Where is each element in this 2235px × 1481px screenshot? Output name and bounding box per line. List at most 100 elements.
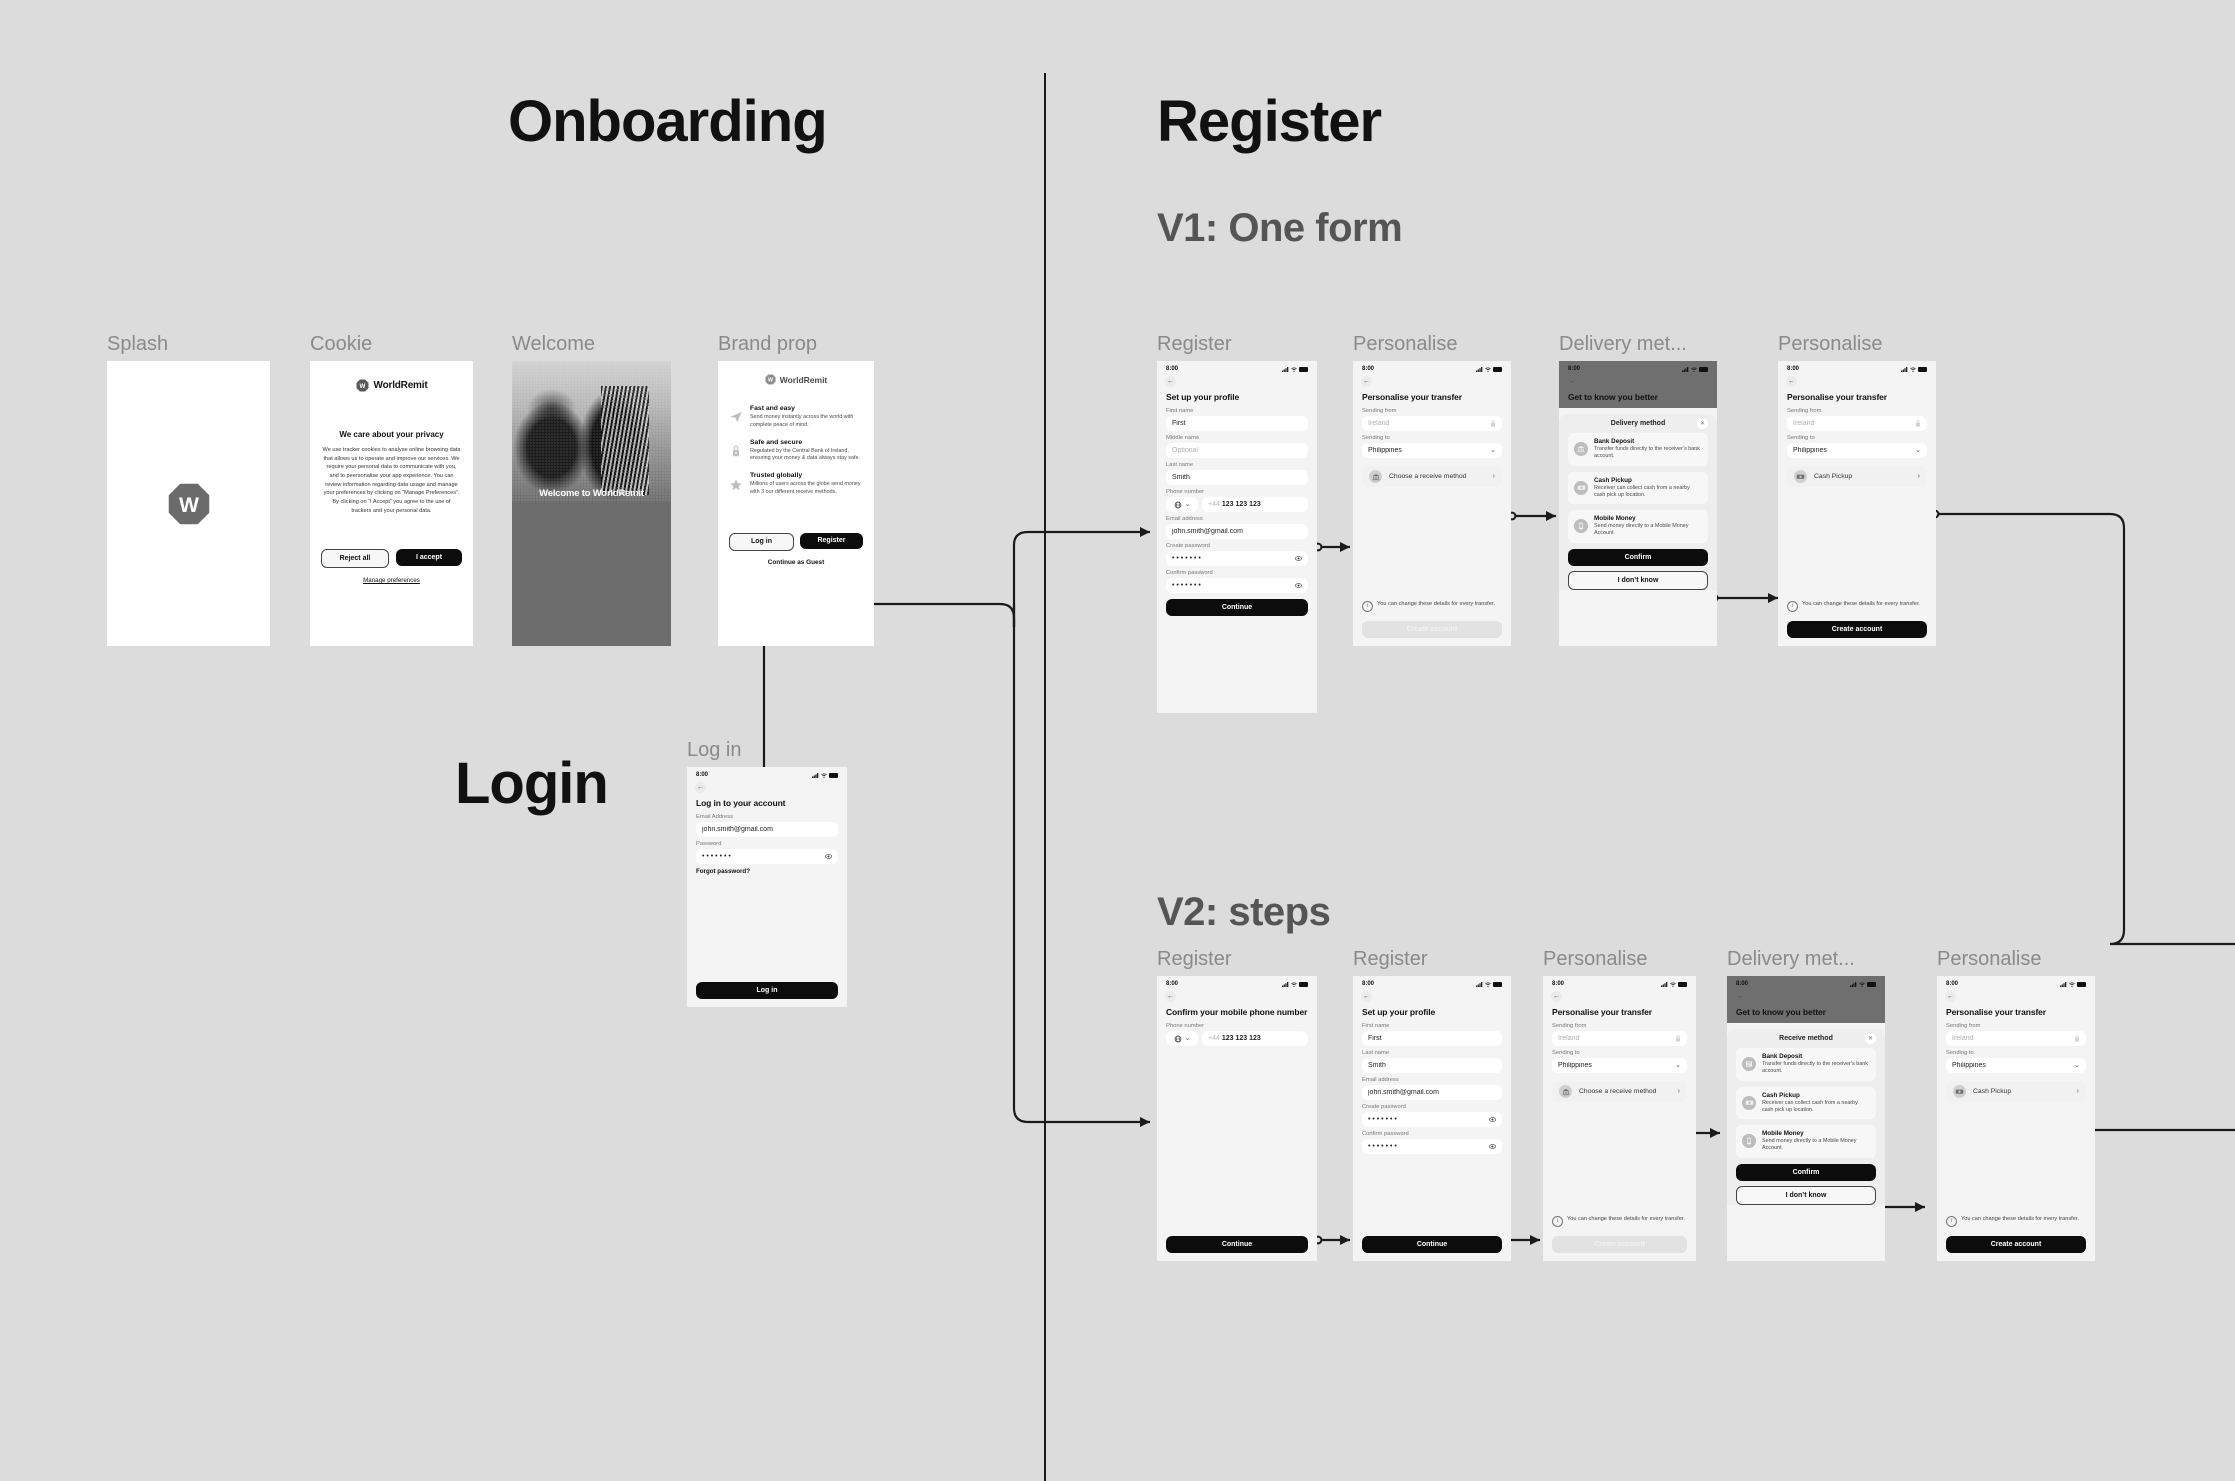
reject-all-button[interactable]: Reject all bbox=[321, 549, 389, 569]
selected-receive-method-row[interactable]: Cash Pickup › bbox=[1946, 1081, 2086, 1102]
sending-to-select[interactable]: Philippines ⌄ bbox=[1946, 1058, 2086, 1073]
login-submit-button[interactable]: Log in bbox=[696, 982, 838, 999]
email-input[interactable]: john.smith@gmail.com bbox=[696, 822, 838, 837]
i-dont-know-button[interactable]: I don’t know bbox=[1736, 1185, 1876, 1205]
option-mobile-money[interactable]: Mobile Money Send money directly to a Mo… bbox=[1568, 510, 1708, 543]
frame-label-v1-personalise-b: Personalise bbox=[1778, 333, 1883, 355]
status-time: 8:00 bbox=[1362, 366, 1375, 372]
lock-icon bbox=[1491, 420, 1495, 427]
country-code-select[interactable]: ⌄ bbox=[1166, 1031, 1198, 1046]
country-code-select[interactable]: ⌄ bbox=[1166, 497, 1198, 512]
eye-toggle-icon[interactable] bbox=[1489, 1116, 1496, 1123]
section-subtitle-v2: V2: steps bbox=[1157, 890, 1331, 934]
screen-v1-personalise-b[interactable]: 8:00 ← Personalise your transfer Sending… bbox=[1778, 361, 1936, 646]
create-password-input[interactable]: • • • • • • • bbox=[1166, 551, 1308, 566]
sending-to-select[interactable]: Philippines ⌄ bbox=[1362, 443, 1502, 458]
screen-v1-personalise-a[interactable]: 8:00 ← Personalise your transfer Sending… bbox=[1353, 361, 1511, 646]
screen-splash[interactable]: W bbox=[107, 361, 270, 646]
phone-number-input[interactable]: +44 123 123 123 bbox=[1202, 1031, 1308, 1046]
screen-login[interactable]: 8:00 ← Log in to your account Email Addr… bbox=[687, 767, 847, 1007]
dimmed-background: 8:00 ← Get to know you better bbox=[1727, 976, 1885, 1023]
wifi-icon bbox=[1670, 981, 1676, 987]
option-cash-pickup[interactable]: Cash Pickup Receiver can collect cash fr… bbox=[1568, 471, 1708, 505]
eye-toggle-icon[interactable] bbox=[1489, 1143, 1496, 1150]
screen-welcome[interactable]: Welcome to WorldRemit bbox=[512, 361, 671, 646]
middle-name-input[interactable]: Optional bbox=[1166, 443, 1308, 458]
frame-label-v2-personalise-a: Personalise bbox=[1543, 948, 1648, 970]
register-button[interactable]: Register bbox=[800, 532, 863, 549]
selected-receive-method-row[interactable]: Cash Pickup › bbox=[1787, 466, 1927, 487]
option-bank-deposit[interactable]: Bank Deposit Transfer funds directly to … bbox=[1736, 1048, 1876, 1081]
first-name-input[interactable]: First bbox=[1166, 416, 1308, 431]
confirm-button[interactable]: Confirm bbox=[1736, 1163, 1876, 1181]
option-cash-pickup[interactable]: Cash Pickup Receiver can collect cash fr… bbox=[1736, 1086, 1876, 1120]
screen-cookie[interactable]: W WorldRemit We care about your privacy … bbox=[310, 361, 473, 646]
back-button[interactable]: ← bbox=[1165, 991, 1176, 1002]
battery-icon bbox=[1299, 981, 1308, 987]
bank-icon bbox=[1369, 470, 1382, 483]
option-mobile-money[interactable]: Mobile Money Send money directly to a Mo… bbox=[1736, 1125, 1876, 1158]
screen-v2-personalise-a[interactable]: 8:00 ← Personalise your transfer Sending… bbox=[1543, 976, 1696, 1261]
screen-brandprop[interactable]: W WorldRemit Fast and easy Send money in… bbox=[718, 361, 874, 646]
last-name-input[interactable]: Smith bbox=[1166, 470, 1308, 485]
i-dont-know-button[interactable]: I don’t know bbox=[1568, 570, 1708, 590]
back-button[interactable]: ← bbox=[1737, 993, 1744, 1000]
screen-v2-register-profile[interactable]: 8:00 ← Set up your profile First name Fi… bbox=[1353, 976, 1511, 1261]
sending-from-group: Sending from Ireland bbox=[1946, 1023, 2086, 1046]
close-icon[interactable]: ✕ bbox=[1697, 418, 1708, 429]
status-time: 8:00 bbox=[1166, 981, 1179, 987]
screen-v2-personalise-b[interactable]: 8:00 ← Personalise your transfer Sending… bbox=[1937, 976, 2095, 1261]
sending-to-select[interactable]: Philippines ⌄ bbox=[1787, 443, 1927, 458]
back-button[interactable]: ← bbox=[1361, 991, 1372, 1002]
choose-receive-method-row[interactable]: Choose a receive method › bbox=[1552, 1081, 1687, 1102]
chevron-right-icon: › bbox=[2076, 1088, 2079, 1095]
confirm-password-input[interactable]: • • • • • • • bbox=[1166, 578, 1308, 593]
eye-toggle-icon[interactable] bbox=[825, 853, 832, 860]
sending-to-select[interactable]: Philippines ⌄ bbox=[1552, 1058, 1687, 1073]
eye-toggle-icon[interactable] bbox=[1295, 582, 1302, 589]
forgot-password-link[interactable]: Forgot password? bbox=[696, 868, 750, 875]
last-name-label: Last name bbox=[1362, 1050, 1390, 1056]
eye-toggle-icon[interactable] bbox=[1295, 555, 1302, 562]
choose-receive-method-row[interactable]: Choose a receive method › bbox=[1362, 466, 1502, 487]
page-title: Personalise your transfer bbox=[1552, 1007, 1653, 1017]
email-input[interactable]: john.smith@gmail.com bbox=[1166, 524, 1308, 539]
receive-method-label: Cash Pickup bbox=[1814, 473, 1853, 480]
sending-from-group: Sending from Ireland bbox=[1787, 408, 1927, 431]
screen-v2-register-phone[interactable]: 8:00 ← Confirm your mobile phone number … bbox=[1157, 976, 1317, 1261]
password-input[interactable]: • • • • • • • bbox=[696, 849, 838, 864]
first-name-input[interactable]: First bbox=[1362, 1031, 1502, 1046]
confirm-button[interactable]: Confirm bbox=[1568, 548, 1708, 566]
phone-number-input[interactable]: +44 123 123 123 bbox=[1202, 497, 1308, 512]
back-button[interactable]: ← bbox=[1551, 991, 1562, 1002]
manage-preferences-link[interactable]: Manage preferences bbox=[363, 577, 420, 585]
frame-label-splash: Splash bbox=[107, 333, 169, 355]
sheet-title: Delivery method bbox=[1610, 420, 1666, 427]
sending-to-label: Sending to bbox=[1787, 435, 1815, 441]
continue-button[interactable]: Continue bbox=[1166, 1236, 1308, 1253]
option-bank-deposit[interactable]: Bank Deposit Transfer funds directly to … bbox=[1568, 433, 1708, 466]
close-icon[interactable]: ✕ bbox=[1865, 1033, 1876, 1044]
back-button[interactable]: ← bbox=[695, 782, 706, 793]
create-password-input[interactable]: • • • • • • • bbox=[1362, 1112, 1502, 1127]
screen-v1-delivery[interactable]: 8:00 ← Get to know you better Delivery m… bbox=[1559, 361, 1717, 646]
back-button[interactable]: ← bbox=[1945, 991, 1956, 1002]
screen-v2-delivery[interactable]: 8:00 ← Get to know you better Receive me… bbox=[1727, 976, 1885, 1261]
continue-as-guest-link[interactable]: Continue as Guest bbox=[767, 558, 825, 566]
create-account-button[interactable]: Create account bbox=[1946, 1236, 2086, 1253]
back-button[interactable]: ← bbox=[1165, 376, 1176, 387]
accept-button[interactable]: I accept bbox=[396, 549, 462, 567]
continue-button[interactable]: Continue bbox=[1166, 599, 1308, 616]
back-button[interactable]: ← bbox=[1361, 376, 1372, 387]
back-button[interactable]: ← bbox=[1786, 376, 1797, 387]
transfer-note: i You can change these details for every… bbox=[1552, 1216, 1687, 1227]
last-name-input[interactable]: Smith bbox=[1362, 1058, 1502, 1073]
last-name-group: Last name Smith bbox=[1166, 462, 1308, 485]
email-input[interactable]: john.smith@gmail.com bbox=[1362, 1085, 1502, 1100]
confirm-password-input[interactable]: • • • • • • • bbox=[1362, 1139, 1502, 1154]
continue-button[interactable]: Continue bbox=[1362, 1236, 1502, 1253]
back-button[interactable]: ← bbox=[1569, 378, 1576, 385]
screen-v1-register[interactable]: 8:00 ← Set up your profile First name Fi… bbox=[1157, 361, 1317, 713]
login-button[interactable]: Log in bbox=[729, 532, 794, 551]
create-account-button[interactable]: Create account bbox=[1787, 621, 1927, 638]
